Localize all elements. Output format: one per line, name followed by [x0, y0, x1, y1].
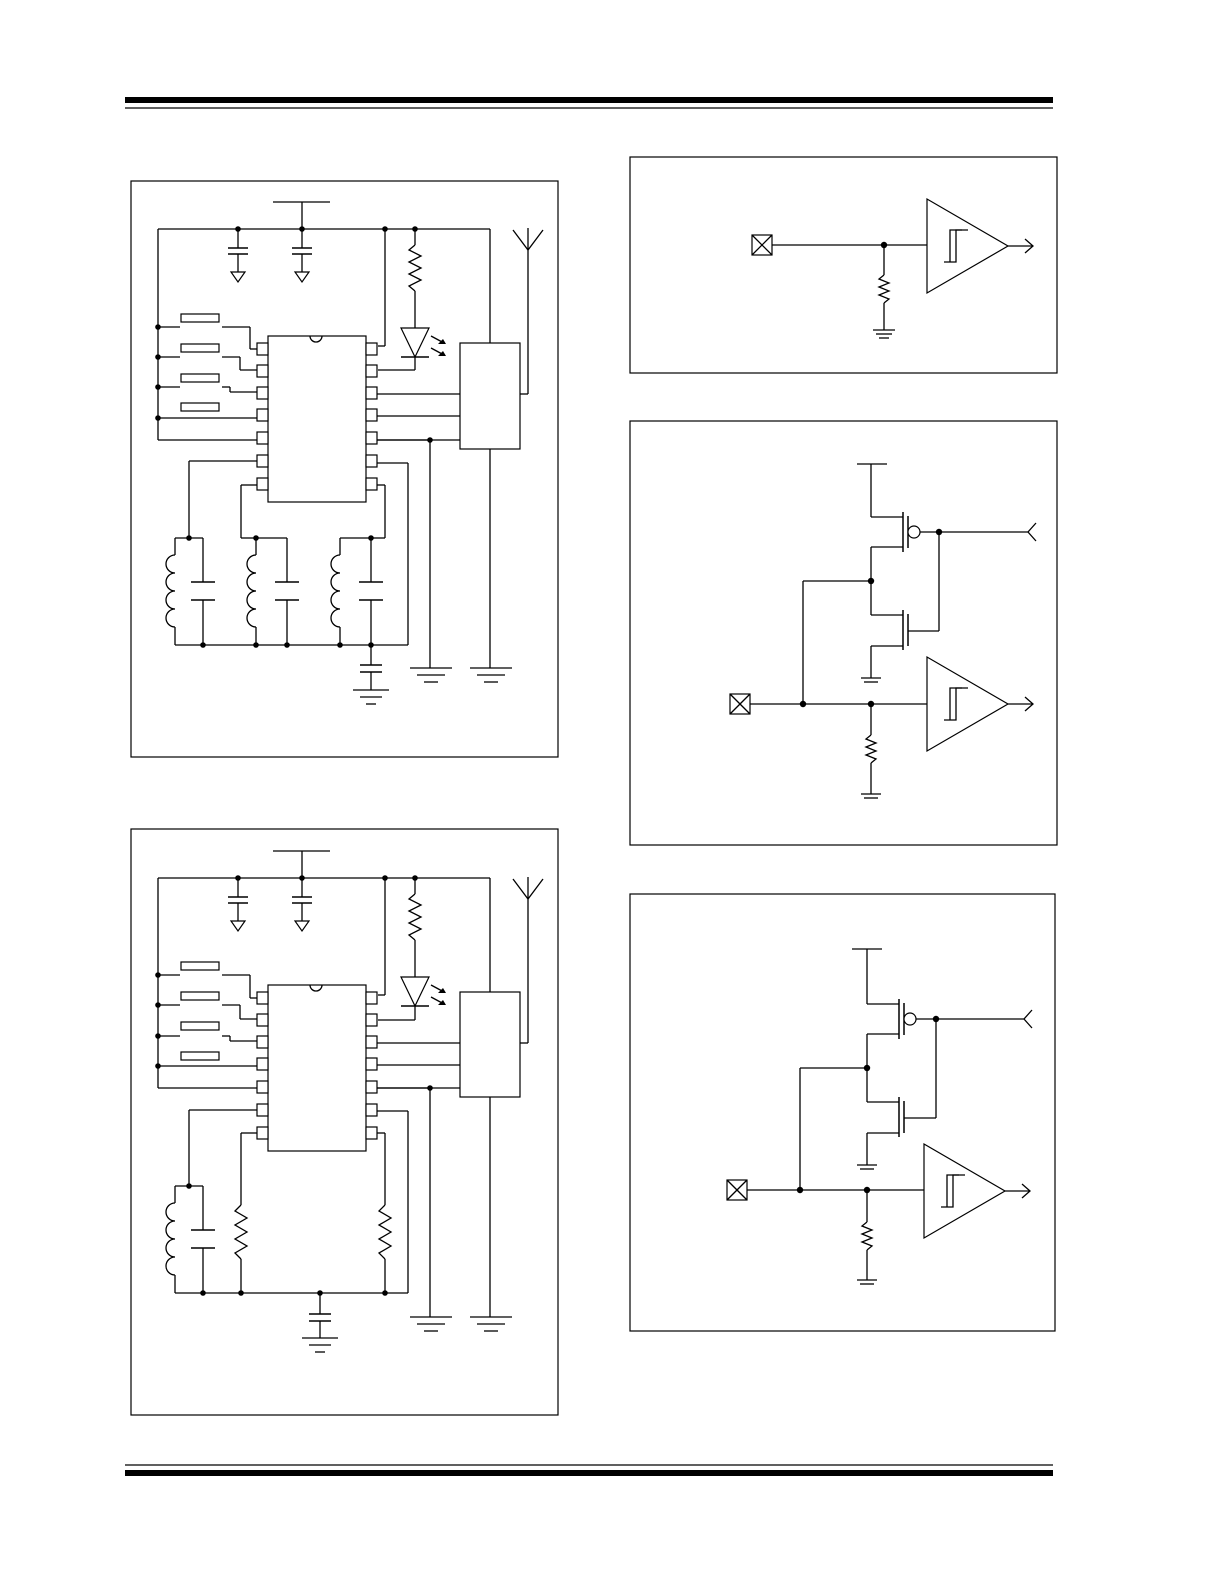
input-pad-icon	[751, 234, 773, 256]
ground-symbol	[873, 329, 895, 339]
lc-tank-1	[165, 535, 215, 645]
switch-2	[158, 343, 257, 371]
switch-2	[158, 991, 257, 1020]
resistor	[864, 734, 878, 764]
capacitor	[292, 229, 312, 284]
lc-tank-3	[330, 535, 385, 645]
capacitor	[228, 229, 248, 284]
switch-4	[158, 402, 257, 419]
switch-3	[158, 373, 257, 393]
ground-symbol	[410, 667, 452, 683]
header-rule	[125, 97, 1053, 109]
figure-frame	[130, 180, 559, 758]
ic-pins-right	[365, 342, 378, 491]
antenna	[512, 229, 544, 252]
rf-module	[459, 991, 521, 1098]
figure-frame	[130, 828, 559, 1416]
pmos-bubble	[903, 1012, 917, 1026]
output-arrow	[1023, 1009, 1033, 1029]
ground-symbol	[470, 1316, 512, 1332]
lc-tank	[165, 1183, 215, 1293]
output-arrow	[1024, 238, 1034, 254]
schmitt-buffer	[926, 655, 1010, 753]
resistor	[377, 1204, 393, 1260]
ic-package	[267, 335, 367, 503]
lc-tank-2	[241, 535, 299, 645]
ground-symbol	[302, 1337, 338, 1353]
switch-3	[158, 1021, 257, 1042]
input-pad-icon	[729, 693, 751, 715]
capacitor	[228, 878, 248, 933]
pmos-bubble	[907, 525, 921, 539]
output-arrow	[1021, 1183, 1031, 1199]
switch-1	[158, 961, 257, 999]
resistor	[233, 1204, 249, 1260]
ground-symbol	[857, 1164, 877, 1170]
resistor	[407, 893, 423, 941]
footer-rule	[125, 1464, 1053, 1476]
ground-symbol	[857, 1279, 877, 1285]
figure-frame	[629, 156, 1058, 374]
rf-module	[459, 342, 521, 450]
ground-symbol	[861, 677, 881, 683]
ground-symbol	[861, 793, 881, 799]
ground-symbol	[410, 1316, 452, 1332]
resistor	[860, 1221, 874, 1251]
switch-4	[158, 1051, 257, 1067]
input-pad-icon	[726, 1179, 748, 1201]
output-arrow	[1024, 696, 1034, 712]
switch-1	[158, 313, 257, 350]
led	[400, 327, 430, 359]
ic-package	[267, 984, 367, 1152]
led	[400, 976, 430, 1008]
ic-pins-left	[256, 991, 269, 1140]
ground-symbol	[353, 689, 389, 705]
figure-frame	[629, 420, 1058, 846]
output-arrow	[1027, 522, 1037, 542]
figure-frame	[629, 893, 1056, 1332]
antenna	[512, 878, 544, 901]
schmitt-buffer	[923, 1142, 1007, 1240]
schmitt-buffer	[926, 197, 1010, 295]
ic-pins-left	[256, 342, 269, 491]
app-circuit-2-figure	[130, 828, 559, 1416]
input-circuit-1-figure	[629, 156, 1058, 374]
ground-symbol	[470, 667, 512, 683]
ic-pins-right	[365, 991, 378, 1140]
resistor	[407, 244, 423, 292]
resistor	[877, 274, 891, 304]
capacitor	[292, 878, 312, 933]
input-circuit-3-figure	[629, 893, 1056, 1332]
app-circuit-1-figure	[130, 180, 559, 758]
input-circuit-2-figure	[629, 420, 1058, 846]
